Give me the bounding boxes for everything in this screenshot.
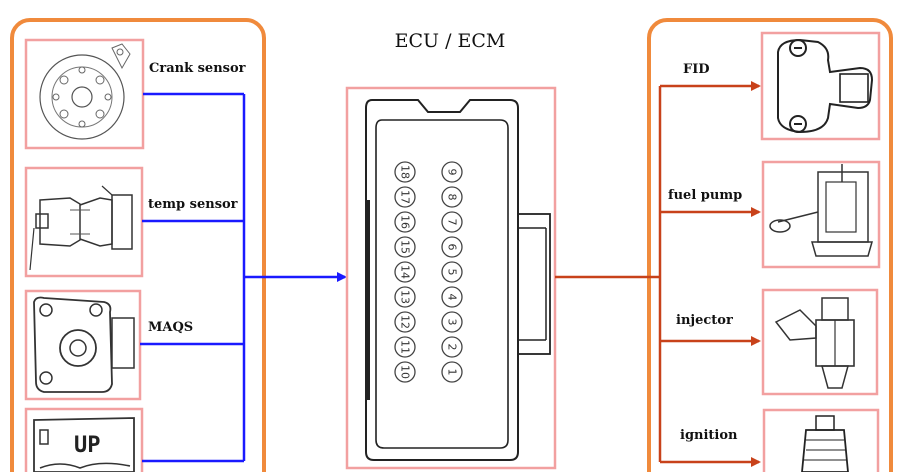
connector-pin-2: 2 bbox=[441, 336, 463, 358]
connector-pin-16: 16 bbox=[394, 211, 416, 233]
connector-pin-5: 5 bbox=[441, 261, 463, 283]
connector-pin-12: 12 bbox=[394, 311, 416, 333]
throttle-sensor-up-text: UP bbox=[74, 433, 101, 458]
connector-pin-number: 9 bbox=[446, 169, 459, 176]
connector-pin-4: 4 bbox=[441, 286, 463, 308]
fid-image bbox=[760, 31, 881, 141]
connector-pin-number: 2 bbox=[446, 344, 459, 351]
connector-pins-right: 9 8 7 6 5 4 3 2 1 bbox=[441, 161, 463, 383]
connector-pin-number: 1 bbox=[446, 369, 459, 376]
connector-pin-18: 18 bbox=[394, 161, 416, 183]
connector-pin-number: 11 bbox=[399, 340, 412, 354]
ignition-label: ignition bbox=[680, 428, 738, 443]
connector-pin-number: 4 bbox=[446, 294, 459, 301]
connector-pin-11: 11 bbox=[394, 336, 416, 358]
connector-pin-number: 16 bbox=[399, 215, 412, 229]
input-bus bbox=[140, 92, 246, 463]
fuel-pump-image bbox=[761, 160, 881, 269]
temp-sensor-label: temp sensor bbox=[148, 197, 238, 212]
connector-pin-number: 18 bbox=[399, 165, 412, 179]
connector-pins-left: 18 17 16 15 14 13 12 11 10 bbox=[394, 161, 416, 383]
crank-sensor-image bbox=[24, 38, 145, 150]
output-actuator-group bbox=[647, 18, 893, 472]
connector-pin-9: 9 bbox=[441, 161, 463, 183]
connector-pin-17: 17 bbox=[394, 186, 416, 208]
output-bus bbox=[555, 86, 662, 462]
connector-pin-number: 8 bbox=[446, 194, 459, 201]
connector-pin-3: 3 bbox=[441, 311, 463, 333]
connector-pin-7: 7 bbox=[441, 211, 463, 233]
connector-pin-10: 10 bbox=[394, 361, 416, 383]
input-sensor-group bbox=[10, 18, 266, 472]
connector-pin-8: 8 bbox=[441, 186, 463, 208]
injector-image bbox=[761, 288, 879, 396]
diagram-title: ECU / ECM bbox=[394, 30, 506, 52]
connector-pin-number: 6 bbox=[446, 244, 459, 251]
connector-pin-number: 14 bbox=[399, 265, 412, 279]
fuel-pump-label: fuel pump bbox=[668, 188, 743, 203]
connector-pin-number: 3 bbox=[446, 319, 459, 326]
fid-label: FID bbox=[683, 62, 710, 77]
temp-sensor-image bbox=[24, 166, 144, 278]
crank-sensor-label: Crank sensor bbox=[149, 61, 246, 76]
ecu-connector bbox=[345, 86, 557, 470]
ignition-coil-image bbox=[762, 408, 880, 472]
connector-pin-number: 10 bbox=[399, 365, 412, 379]
connector-pin-15: 15 bbox=[394, 236, 416, 258]
connector-pin-number: 15 bbox=[399, 240, 412, 254]
connector-pin-number: 5 bbox=[446, 269, 459, 276]
connector-pin-6: 6 bbox=[441, 236, 463, 258]
connector-pin-number: 13 bbox=[399, 290, 412, 304]
connector-pin-number: 12 bbox=[399, 315, 412, 329]
throttle-sensor-image: UP bbox=[24, 407, 144, 472]
connector-pin-number: 17 bbox=[399, 190, 412, 204]
maqs-label: MAQS bbox=[148, 320, 194, 335]
connector-pin-number: 7 bbox=[446, 219, 459, 226]
connector-pin-1: 1 bbox=[441, 361, 463, 383]
connector-pin-14: 14 bbox=[394, 261, 416, 283]
maqs-sensor-image bbox=[24, 289, 142, 401]
injector-label: injector bbox=[676, 313, 733, 328]
connector-pin-13: 13 bbox=[394, 286, 416, 308]
